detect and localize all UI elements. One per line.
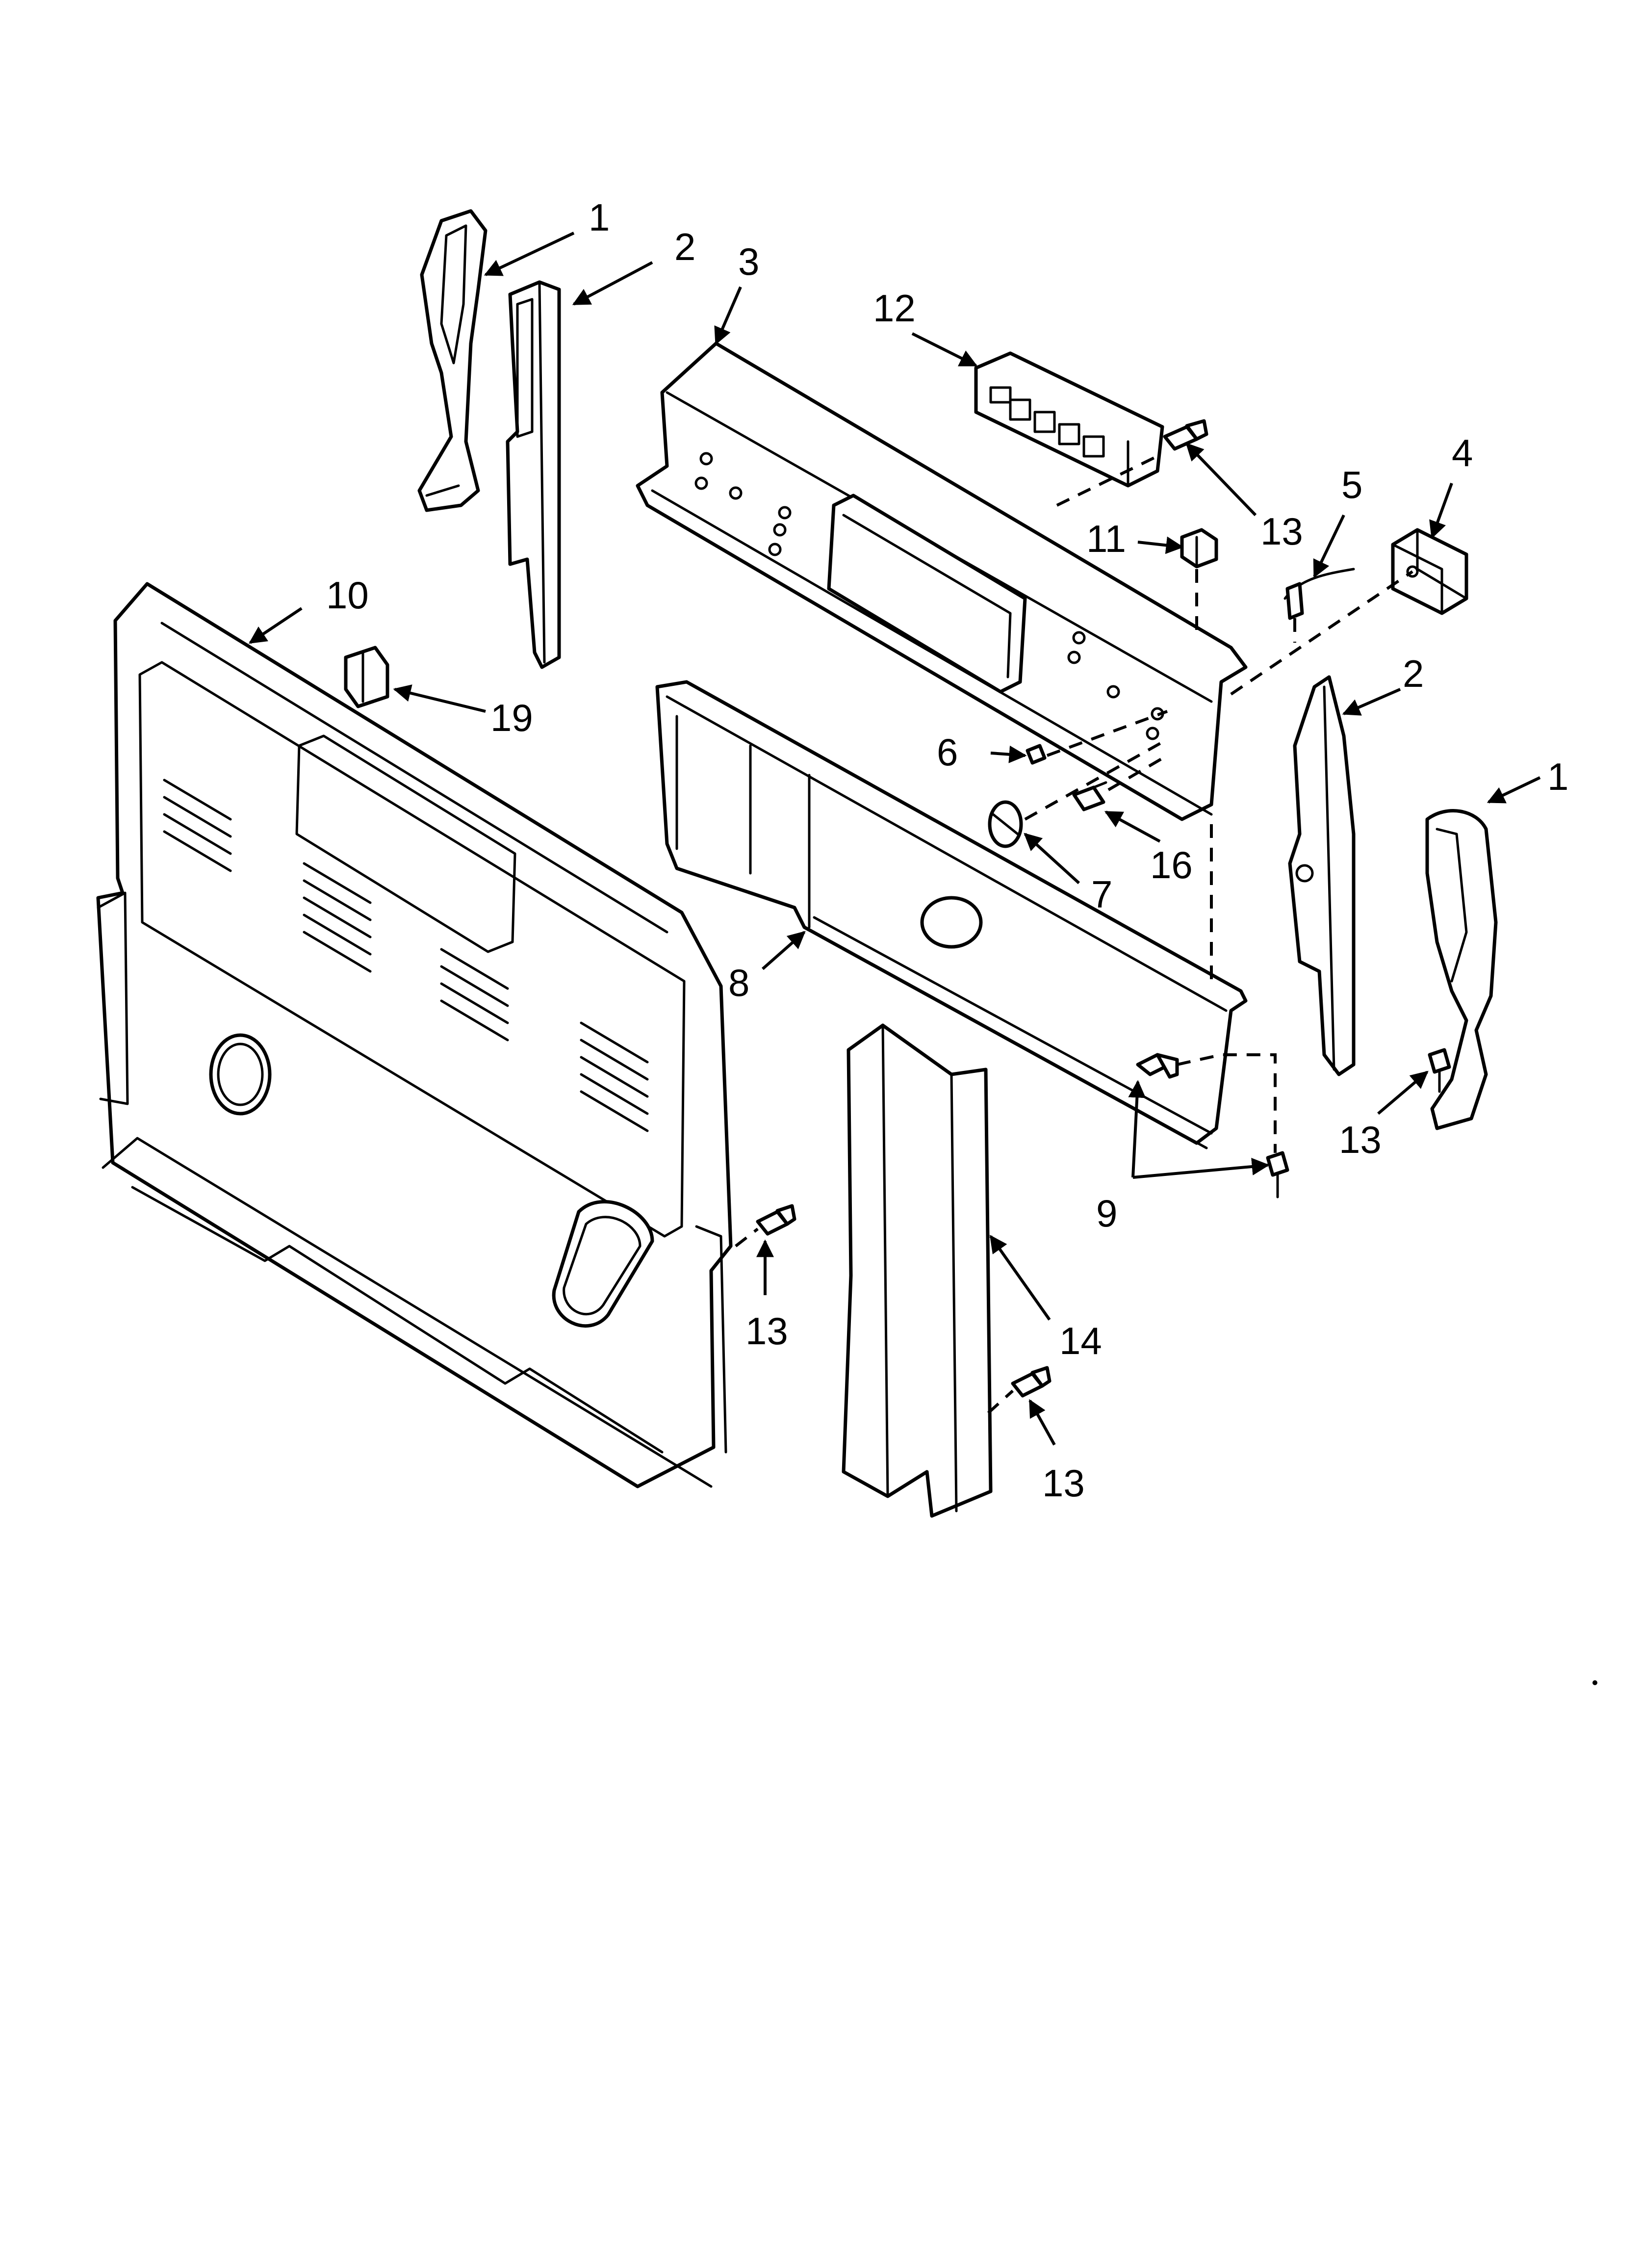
callout-4: 4 [1452,431,1473,474]
callout-13-right: 13 [1339,1118,1382,1161]
knob-part-7 [988,800,1023,848]
stray-dot [1592,1680,1597,1685]
rear-panel-vents-center [303,862,372,973]
callout-3: 3 [738,240,759,283]
side-bracket-part-2-right [1288,675,1356,1076]
end-cap-part-1-left [417,209,487,512]
callout-12: 12 [873,287,916,330]
callout-14: 14 [1059,1319,1102,1362]
screw-part-13-right [1428,1048,1451,1093]
callout-10: 10 [326,574,369,617]
control-panel-part-3 [636,341,1248,821]
clip-part-19 [344,646,389,708]
callout-labels: 1 2 3 12 13 5 4 11 10 19 2 1 6 16 7 8 13… [326,196,1568,1505]
callout-2-left: 2 [674,225,695,268]
rear-panel-part-10 [96,582,733,1488]
screw-part-9-upper [1136,1053,1179,1079]
callout-13-top: 13 [1260,510,1303,553]
callout-1-right: 1 [1547,755,1568,798]
screw-part-13-bottom [1011,1366,1052,1398]
callout-8: 8 [728,961,749,1004]
screw-part-9-lower [1266,1151,1289,1199]
screw-part-16 [1072,781,1107,811]
callout-13-bottom: 13 [1042,1461,1085,1505]
callout-6: 6 [937,730,958,774]
wire-part-5 [1283,568,1355,620]
callout-2-right: 2 [1403,652,1424,695]
screw-part-6 [1026,744,1047,765]
rear-panel-vents-far-right [580,1021,649,1132]
callout-16: 16 [1150,843,1193,886]
electronic-clock-part-12 [974,351,1164,488]
callout-19: 19 [490,696,533,739]
callout-11: 11 [1086,517,1126,560]
channel-part-14 [842,1023,993,1518]
callout-7: 7 [1091,873,1112,916]
screw-part-13-left [756,1204,796,1236]
callout-5: 5 [1341,463,1362,506]
screw-part-13-top [1163,419,1208,451]
rear-panel-vents-right [440,948,509,1042]
callout-13-left: 13 [745,1309,788,1353]
assembly-lines [735,452,1413,1414]
leader-arrows [249,232,1541,1446]
switch-part-11 [1180,528,1218,569]
infinite-switch-part-4 [1391,528,1468,615]
end-cap-part-1-right [1425,809,1498,1130]
callout-9: 9 [1096,1192,1117,1235]
callout-1-left: 1 [589,196,610,239]
side-bracket-part-2-left [506,280,561,669]
rear-panel-vents-left [163,779,232,872]
